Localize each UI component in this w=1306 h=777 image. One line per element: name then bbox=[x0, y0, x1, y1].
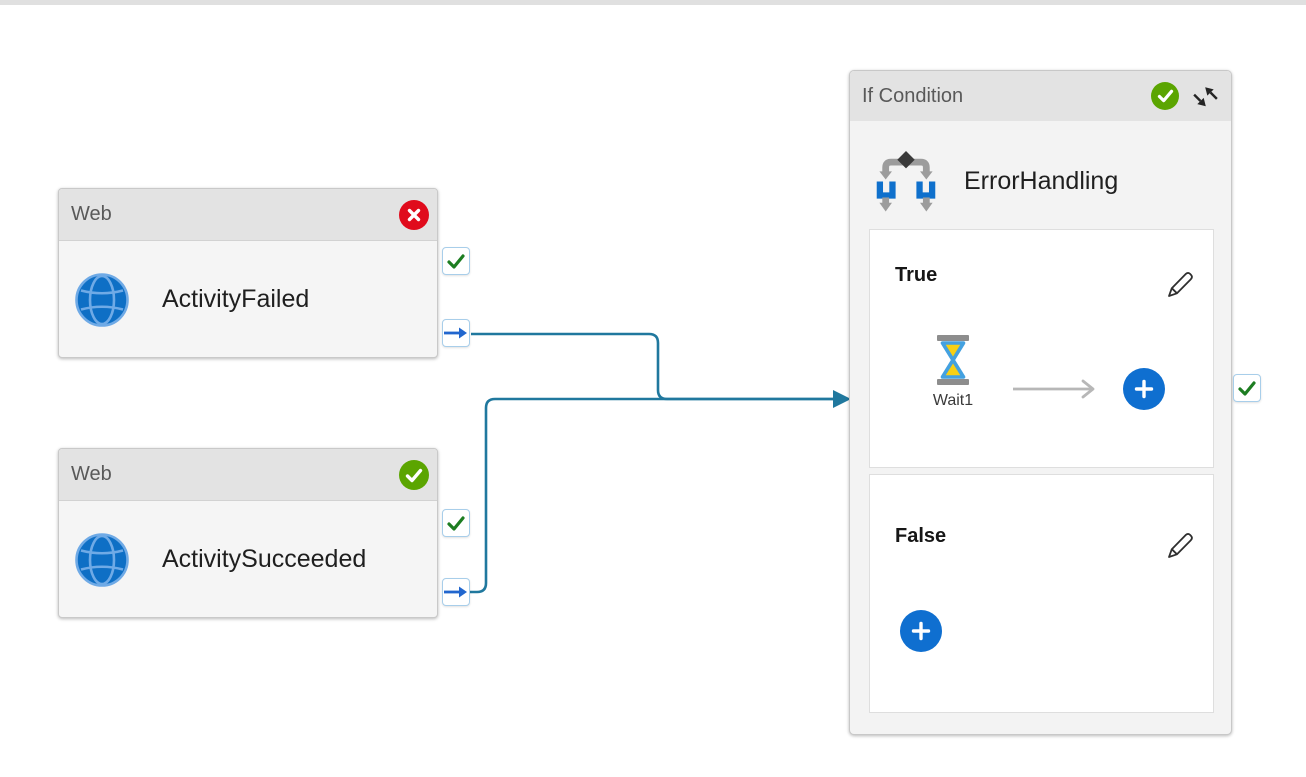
port-success-succeeded[interactable] bbox=[442, 509, 470, 537]
activity-succeeded-header: Web bbox=[59, 449, 437, 501]
edit-pencil-icon[interactable] bbox=[1163, 268, 1193, 303]
wait-activity[interactable]: Wait1 bbox=[922, 335, 984, 410]
activity-succeeded-body: ActivitySucceeded bbox=[59, 501, 437, 618]
check-port-icon bbox=[447, 516, 465, 531]
activity-failed-body: ActivityFailed bbox=[59, 241, 437, 358]
status-succeeded-icon bbox=[399, 460, 429, 490]
arrow-port-icon bbox=[444, 586, 467, 598]
activity-type-label: Web bbox=[71, 203, 112, 225]
activity-node-succeeded[interactable]: Web ActivitySucceeded bbox=[58, 448, 438, 618]
check-port-icon bbox=[1238, 381, 1256, 396]
activity-name: ActivityFailed bbox=[162, 285, 310, 313]
activity-failed-header: Web bbox=[59, 189, 437, 241]
if-condition-icon bbox=[876, 151, 936, 212]
true-branch-panel[interactable]: True Wait1 bbox=[869, 229, 1214, 468]
if-condition-header: If Condition bbox=[850, 71, 1231, 121]
false-branch-label: False bbox=[895, 525, 947, 547]
port-success-if-condition[interactable] bbox=[1233, 374, 1261, 402]
top-divider-bar bbox=[0, 0, 1306, 5]
if-condition-name: ErrorHandling bbox=[964, 166, 1119, 195]
port-output-failed[interactable] bbox=[442, 319, 470, 347]
wait-activity-name: Wait1 bbox=[932, 392, 974, 409]
collapse-icon[interactable] bbox=[1191, 81, 1219, 111]
if-condition-title-row: ErrorHandling bbox=[850, 121, 1231, 227]
connector-succeeded-to-if[interactable] bbox=[469, 397, 833, 594]
activity-type-label: Web bbox=[71, 463, 112, 485]
web-globe-icon bbox=[75, 532, 129, 587]
if-condition-type-label: If Condition bbox=[862, 84, 964, 107]
false-branch-panel[interactable]: False bbox=[869, 474, 1214, 713]
add-activity-button[interactable] bbox=[900, 610, 942, 652]
edit-pencil-icon[interactable] bbox=[1163, 529, 1193, 564]
status-failed-icon bbox=[399, 200, 429, 230]
add-activity-button[interactable] bbox=[1123, 368, 1165, 410]
port-success-failed[interactable] bbox=[442, 247, 470, 275]
true-branch-label: True bbox=[895, 264, 938, 286]
activity-name: ActivitySucceeded bbox=[162, 545, 367, 573]
web-globe-icon bbox=[75, 272, 129, 327]
next-step-arrow-icon bbox=[1013, 379, 1095, 399]
arrow-port-icon bbox=[444, 327, 467, 339]
if-condition-node[interactable]: If Condition bbox=[849, 70, 1232, 735]
port-output-succeeded[interactable] bbox=[442, 578, 470, 606]
activity-node-failed[interactable]: Web ActivityFailed bbox=[58, 188, 438, 358]
check-port-icon bbox=[447, 254, 465, 269]
status-succeeded-icon bbox=[1151, 82, 1179, 110]
hourglass-icon bbox=[937, 335, 969, 385]
connector-failed-to-if[interactable] bbox=[471, 332, 833, 401]
